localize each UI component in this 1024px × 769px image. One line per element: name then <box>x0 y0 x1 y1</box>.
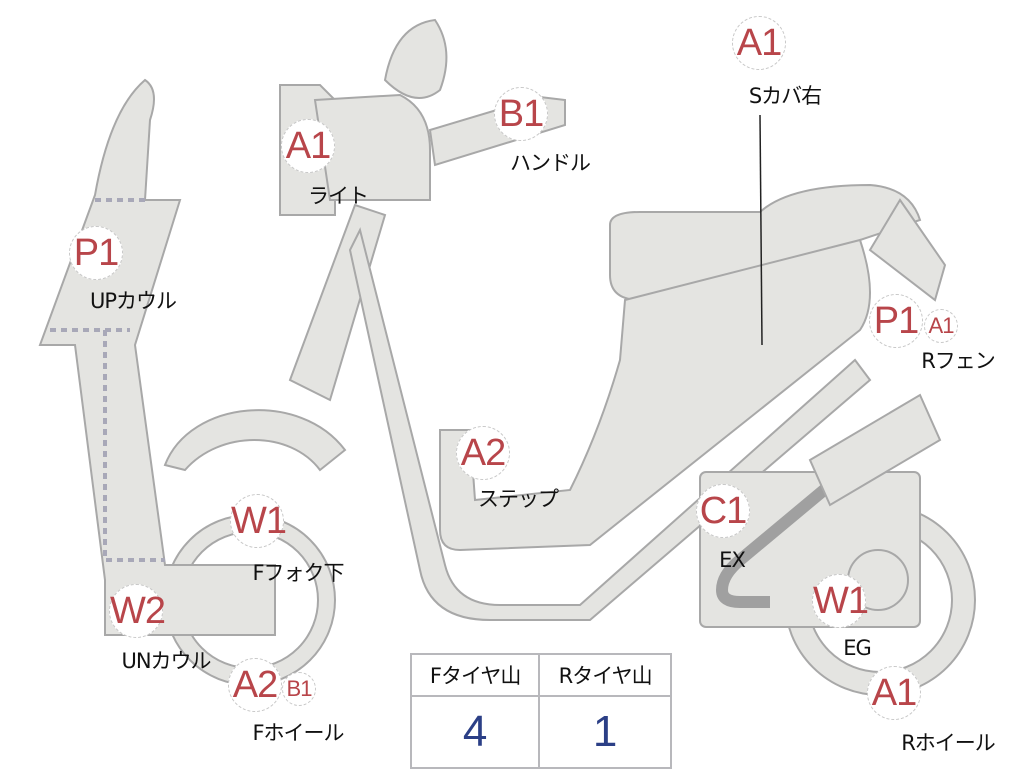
frame-shape <box>348 227 872 621</box>
front-tire-value: 4 <box>409 695 541 769</box>
rear-fender-code-badge[interactable]: P1 <box>869 294 923 348</box>
exhaust-label: EX <box>719 548 746 572</box>
rear-wheel-label: Rホイール <box>901 731 996 755</box>
handle-label: ハンドル <box>510 151 591 175</box>
tire-tread-table: Fタイヤ山 Rタイヤ山 4 1 <box>409 653 672 769</box>
exhaust-code-badge[interactable]: C1 <box>696 484 750 538</box>
rear-wheel-code-badge[interactable]: A1 <box>867 666 921 720</box>
front-fork-lower-label: Fフォク下 <box>252 561 344 585</box>
side-cover-right-code-badge[interactable]: A1 <box>732 16 786 70</box>
front-wheel-code2-badge[interactable]: B1 <box>282 672 316 706</box>
light-label: ライト <box>308 184 369 208</box>
step-label: ステップ <box>478 487 559 511</box>
step-code-badge[interactable]: A2 <box>456 426 510 480</box>
rear-fender-label: Rフェン <box>921 349 996 373</box>
engine-label: EG <box>843 636 872 660</box>
upper-cowl-label: UPカウル <box>89 289 177 313</box>
rear-tire-header: Rタイヤ山 <box>538 653 672 697</box>
front-cowl-shape <box>38 78 276 636</box>
under-cowl-label: UNカウル <box>121 649 211 673</box>
rear-tail-shape <box>868 198 947 302</box>
under-cowl-code-badge[interactable]: W2 <box>109 584 166 638</box>
pointer-line <box>759 114 763 346</box>
engine-code-badge[interactable]: W1 <box>812 574 869 628</box>
side-cover-right-label: Sカバ右 <box>748 84 822 108</box>
rear-fender-code2-badge[interactable]: A1 <box>924 309 958 343</box>
handle-code-badge[interactable]: B1 <box>494 87 548 141</box>
mirror-shape <box>383 18 448 99</box>
front-wheel-label: Fホイール <box>252 721 344 745</box>
handle-cover-shape <box>313 93 431 201</box>
rear-tire-value: 1 <box>538 695 672 769</box>
shock-shape <box>808 393 942 507</box>
light-code-badge[interactable]: A1 <box>281 119 335 173</box>
front-wheel-code-badge[interactable]: A2 <box>228 658 282 712</box>
upper-cowl-code-badge[interactable]: P1 <box>69 226 123 280</box>
front-tire-header: Fタイヤ山 <box>409 653 541 697</box>
front-fender-shape <box>163 409 347 472</box>
front-fork-lower-code-badge[interactable]: W1 <box>230 494 287 548</box>
